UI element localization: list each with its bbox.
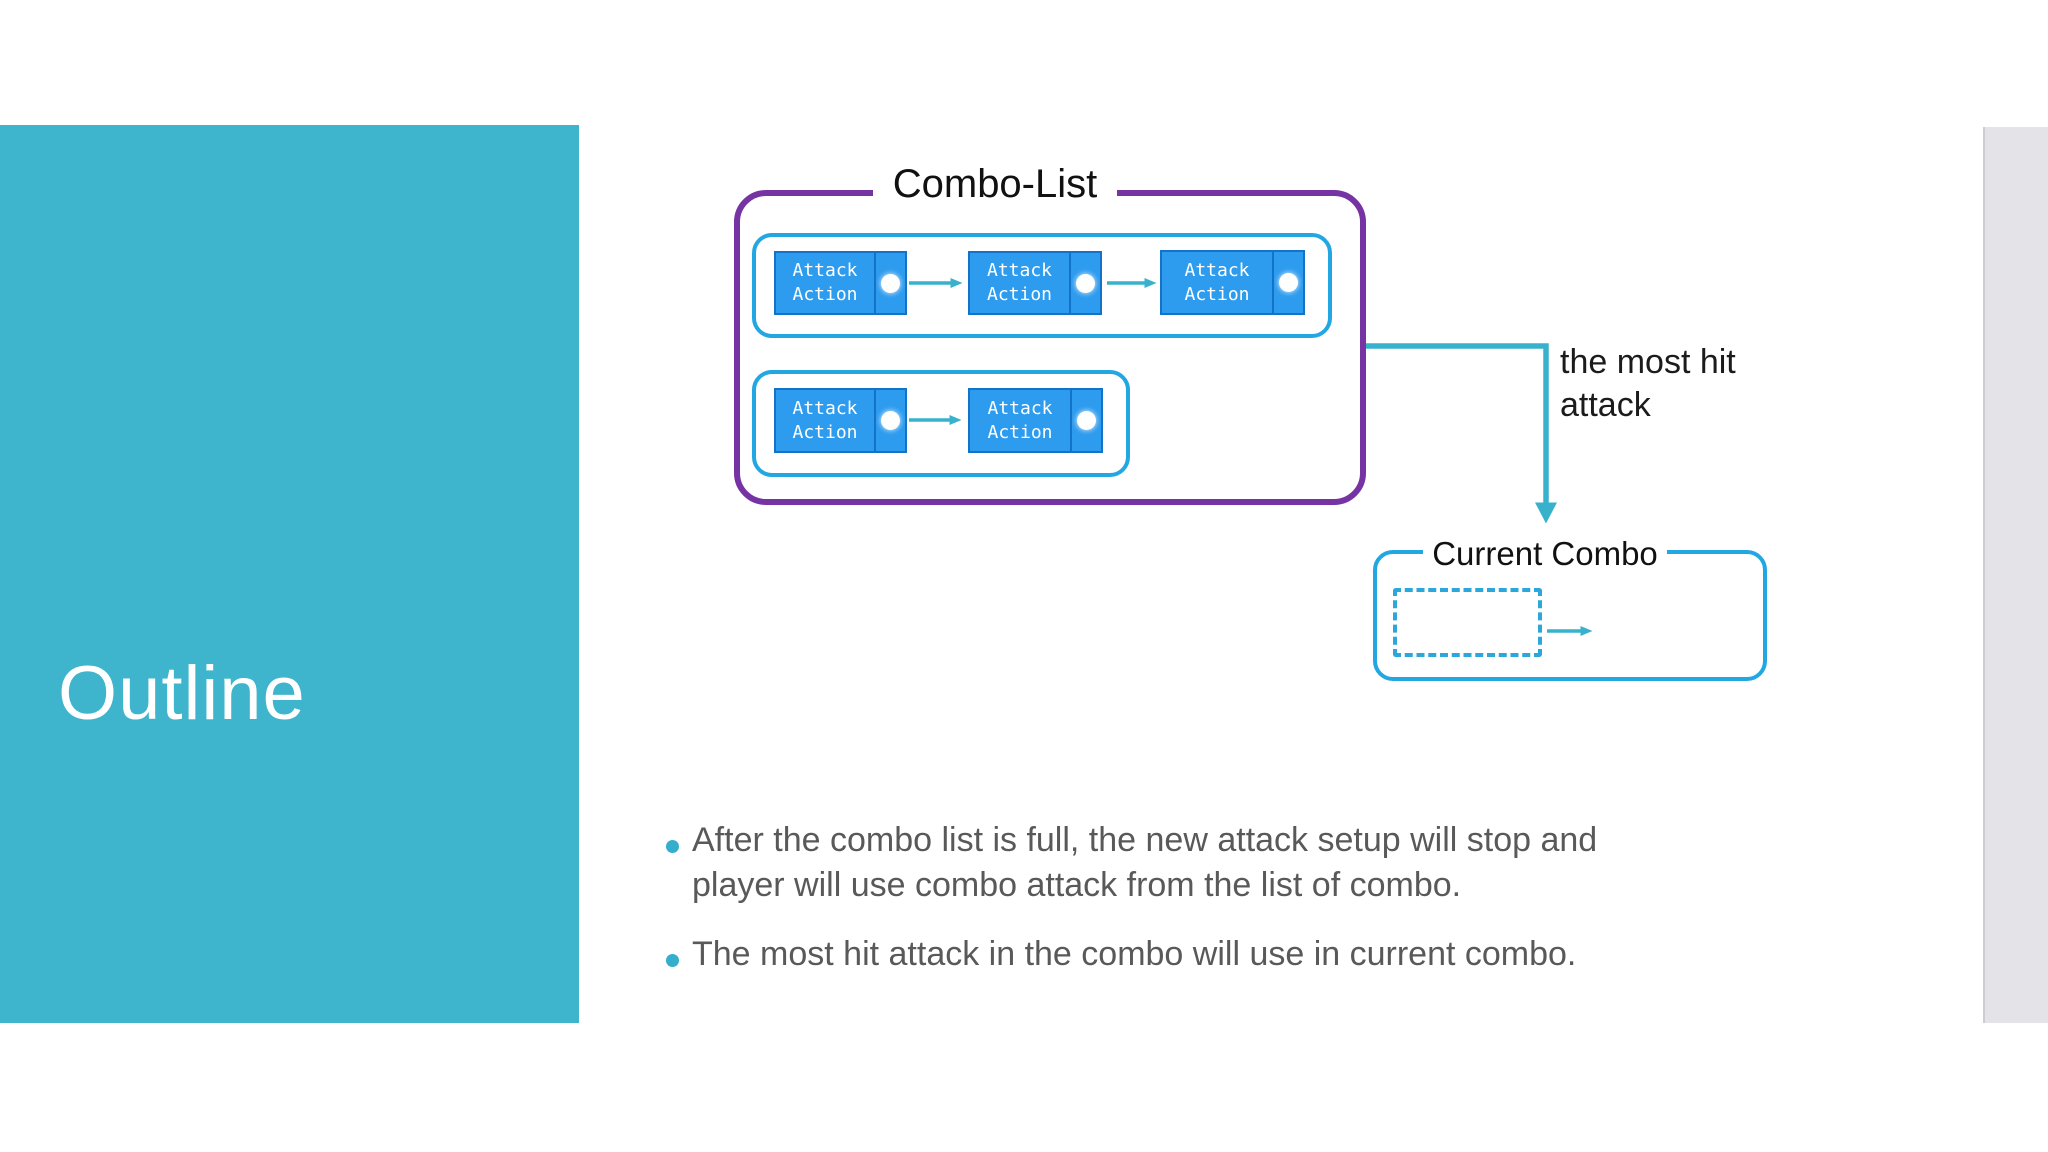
- pointer-dot-icon: [881, 411, 900, 430]
- pointer-cell: [1070, 390, 1101, 451]
- most-hit-attack-annotation: the most hit attack: [1560, 343, 1736, 424]
- pointer-cell: [874, 390, 905, 451]
- combo-row-2: [752, 370, 1130, 477]
- pointer-cell: [1272, 252, 1303, 313]
- attack-action-label: Attack Action: [792, 397, 858, 443]
- bullet-line: After the combo list is full, the new at…: [692, 821, 1598, 859]
- pointer-dot-icon: [1077, 411, 1096, 430]
- attack-action-label: Attack Action: [792, 260, 858, 305]
- pointer-cell: [1069, 253, 1100, 313]
- combo-row-1: [752, 233, 1332, 338]
- sidebar-accent-panel: Outline: [0, 125, 579, 1023]
- combo-list-label: Combo-List: [873, 158, 1117, 210]
- bullet-dot: [666, 954, 679, 967]
- attack-action-node: Attack Action: [774, 251, 907, 315]
- pointer-dot-icon: [881, 273, 900, 293]
- bullet-dot: [666, 840, 679, 853]
- empty-combo-slot: [1393, 588, 1542, 657]
- attack-action-node: Attack Action: [1160, 250, 1305, 315]
- current-combo-label: Current Combo: [1423, 534, 1667, 574]
- arrow-most-hit-elbow: [1366, 343, 1557, 524]
- attack-action-node: Attack Action: [968, 251, 1102, 315]
- attack-action-label: Attack Action: [986, 260, 1053, 305]
- attack-action-label: Attack Action: [987, 397, 1053, 443]
- bullet-item: After the combo list is full, the new at…: [692, 818, 1597, 908]
- slide-title: Outline: [58, 651, 306, 736]
- pointer-dot-icon: [1076, 273, 1095, 293]
- attack-action-node: Attack Action: [774, 388, 907, 453]
- attack-action-node: Attack Action: [968, 388, 1103, 453]
- attack-action-label: Attack Action: [1184, 259, 1250, 305]
- next-slide-edge: [1983, 127, 2048, 1023]
- bullet-item: The most hit attack in the combo will us…: [692, 932, 1576, 977]
- bullet-line: player will use combo attack from the li…: [692, 866, 1462, 904]
- bullet-line: The most hit attack in the combo will us…: [692, 935, 1577, 973]
- pointer-dot-icon: [1279, 273, 1298, 292]
- pointer-cell: [874, 253, 905, 313]
